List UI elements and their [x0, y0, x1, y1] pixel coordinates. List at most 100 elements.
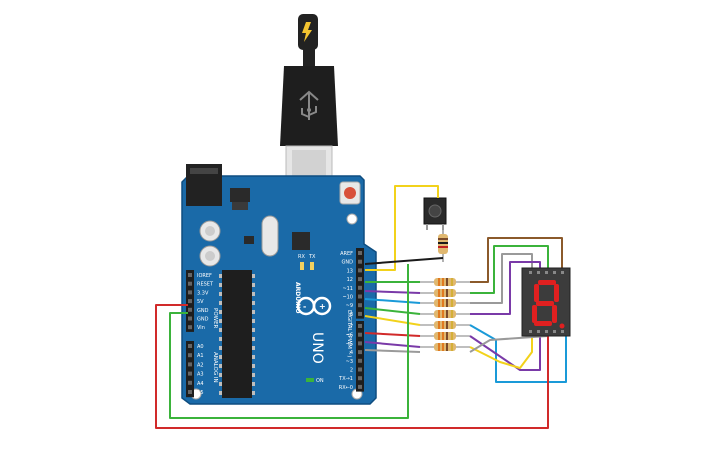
pin-label: GND [342, 260, 354, 266]
header-pin[interactable] [358, 384, 362, 389]
header-pin[interactable] [358, 358, 362, 363]
header-pin[interactable] [358, 341, 362, 346]
pin-label: Vin [197, 325, 205, 331]
header-pin[interactable] [358, 285, 362, 290]
pin-label: ~11 [342, 286, 353, 292]
wire-seg-red[interactable] [364, 332, 421, 337]
wire-disp-cyan[interactable] [469, 324, 567, 383]
header-pin[interactable] [188, 380, 192, 385]
segment [534, 321, 552, 326]
resistor-icon[interactable] [434, 321, 456, 329]
header-pin[interactable] [358, 332, 362, 337]
header-pin[interactable] [188, 281, 192, 286]
resistor-icon[interactable] [434, 343, 456, 351]
pin-label: 2 [350, 368, 353, 374]
resistor-icon[interactable] [434, 332, 456, 340]
voltage-regulator-icon [230, 188, 250, 210]
pin-label: A5 [197, 390, 204, 396]
tx-led-label: TX [308, 254, 316, 260]
pin-label: A0 [197, 344, 204, 350]
resistor-icon[interactable] [438, 230, 448, 262]
wire-seg-yellow[interactable] [364, 315, 421, 326]
header-pin[interactable] [358, 350, 362, 355]
header-pin[interactable] [188, 299, 192, 304]
pin-label: A3 [197, 372, 204, 378]
header-pin[interactable] [188, 273, 192, 277]
usb-chip-icon [292, 232, 310, 250]
reset-button[interactable] [339, 181, 361, 205]
header-pin[interactable] [358, 367, 362, 372]
header-pin[interactable] [358, 303, 362, 308]
header-pin[interactable] [188, 316, 192, 321]
analog-header-label: ANALOG IN [212, 352, 218, 383]
power-jack-icon [186, 164, 222, 206]
resistor-icon[interactable] [434, 289, 456, 297]
wire-disp-brown[interactable] [470, 237, 563, 283]
segment [532, 305, 537, 323]
pin-label: 8 [350, 312, 353, 318]
pin-label: ~3 [346, 359, 353, 365]
wire-gnd-black[interactable] [364, 257, 444, 265]
arduino-board[interactable]: RX TX ON - + ARDUINO UNO DIGITAL (PWM ~)… [181, 164, 377, 405]
pin-label: 7 [350, 324, 353, 330]
resistor-icon[interactable] [434, 278, 456, 286]
header-pin[interactable] [358, 376, 362, 381]
segment [536, 301, 554, 306]
header-pin[interactable] [188, 353, 192, 358]
pin-label: ~5 [346, 341, 353, 347]
pin-label: A4 [197, 381, 204, 387]
pin-label: IOREF [197, 273, 212, 279]
header-pin[interactable] [358, 251, 362, 255]
resistor-icon[interactable] [434, 299, 456, 307]
header-pin[interactable] [188, 390, 192, 394]
pin-label: RX←0 [339, 385, 353, 391]
header-pin[interactable] [358, 259, 362, 264]
header-pin[interactable] [358, 311, 362, 316]
wire-disp-purple[interactable] [470, 261, 541, 315]
wire-button-yellow[interactable] [365, 185, 439, 271]
wire-5v-red[interactable] [155, 304, 549, 429]
header-pin[interactable] [188, 290, 192, 295]
pin-label: 3.3V [197, 290, 209, 296]
wire-seg-purple[interactable] [364, 290, 421, 294]
pin-label: A2 [197, 362, 204, 368]
header-pin[interactable] [358, 294, 362, 299]
wire-seg-gray[interactable] [364, 349, 421, 353]
header-pin[interactable] [358, 268, 362, 273]
header-pin[interactable] [358, 324, 362, 328]
header-pin[interactable] [188, 325, 192, 330]
header-pin[interactable] [358, 277, 362, 282]
pin-label: GND [197, 308, 209, 314]
resistor-icon[interactable] [434, 310, 456, 318]
wire-seg-purple-2[interactable] [364, 341, 421, 348]
wire-seg-green-2[interactable] [364, 307, 421, 315]
crystal-icon [261, 215, 279, 257]
pin-label: 5V [197, 299, 204, 305]
header-pin[interactable] [188, 371, 192, 376]
wire-seg-cyan[interactable] [364, 298, 421, 304]
pin-label: 4 [350, 350, 353, 356]
svg-text:+: + [319, 302, 326, 311]
pushbutton-icon[interactable] [423, 197, 447, 230]
wire-disp-gray-2[interactable] [469, 335, 549, 353]
pin-label: RESET [197, 282, 214, 288]
pin-label: 13 [347, 268, 353, 274]
header-pin[interactable] [188, 307, 192, 312]
pin-label: ~6 [346, 333, 353, 339]
wire-gnd-green[interactable] [169, 264, 409, 419]
wire-disp-gray[interactable] [470, 253, 533, 304]
wire-disp-green[interactable] [470, 245, 549, 294]
capacitor-icon [199, 220, 221, 267]
wire-disp-yellow[interactable] [469, 336, 533, 369]
header-pin[interactable] [188, 362, 192, 367]
wire-group[interactable] [155, 185, 567, 429]
segment [552, 305, 557, 323]
wire-disp-purple-2[interactable] [469, 335, 541, 371]
header-pin[interactable] [188, 344, 192, 348]
seven-segment-display[interactable]: 8 [0, 0, 571, 337]
